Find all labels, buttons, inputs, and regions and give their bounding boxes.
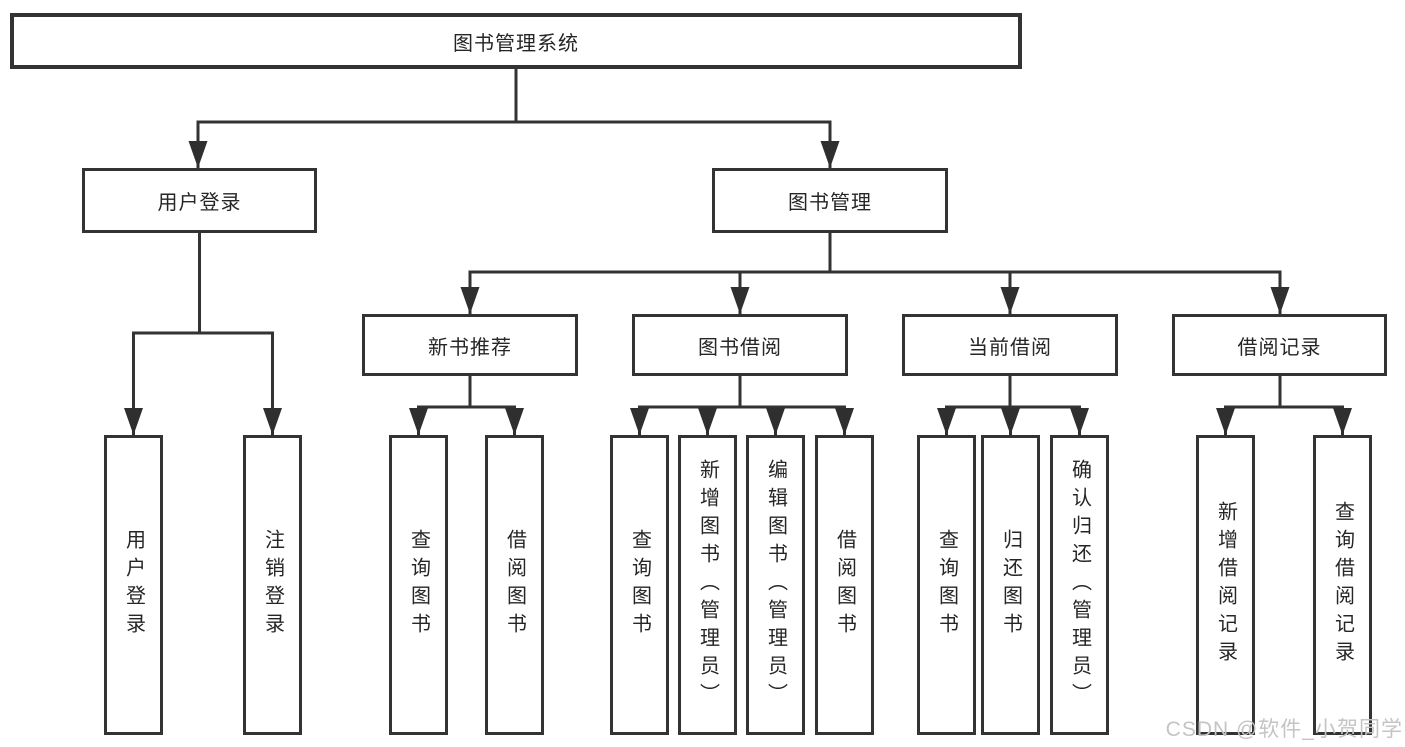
node-leaf-add-borrow-record: 新增借阅记录 [1196,435,1255,735]
leaf-label: 借阅图书 [503,529,526,641]
node-user-login: 用户登录 [82,168,317,233]
leaf-label: 注销登录 [261,529,284,641]
arrowhead-icon [263,408,282,435]
arrowhead-icon [630,408,649,435]
edge-borrowing-records-to-leaves [1224,376,1344,435]
arrowhead-icon [460,287,480,314]
node-book-management: 图书管理 [712,168,948,233]
node-leaf-return-books: 归还图书 [981,435,1040,735]
node-leaf-confirm-return-admin: 确认归还（管理员） [1050,435,1109,735]
arrowhead-icon [1001,408,1020,435]
leaf-label: 编辑图书（管理员） [764,459,787,711]
node-leaf-logout: 注销登录 [243,435,302,735]
arrowhead-icon [409,408,428,435]
arrowhead-icon [505,408,524,435]
node-leaf-query-books-recommend: 查询图书 [389,435,448,735]
node-current-borrowing: 当前借阅 [902,314,1118,376]
connector-edges [132,69,1344,435]
node-book-borrowing: 图书借阅 [632,314,848,376]
node-leaf-query-books-current: 查询图书 [917,435,976,735]
arrowhead-icon [1270,287,1290,314]
leaf-label: 查询图书 [628,529,651,641]
arrowhead-icon [730,287,750,314]
arrowhead-icon [1216,408,1235,435]
node-leaf-borrow-books-borrowing: 借阅图书 [815,435,874,735]
edge-user-login-to-leaves [132,233,274,435]
node-leaf-borrow-books-recommend: 借阅图书 [485,435,544,735]
leaf-label: 用户登录 [122,529,145,641]
arrowhead-icon [188,141,208,168]
arrowhead-icon [698,408,717,435]
leaf-label: 确认归还（管理员） [1068,459,1091,711]
node-new-book-recommend: 新书推荐 [362,314,578,376]
edge-book-borrowing-to-leaves [638,376,846,435]
arrowhead-icon [835,408,854,435]
leaf-label: 查询图书 [407,529,430,641]
csdn-watermark: CSDN @软件_小贺同学 [1165,718,1403,741]
node-leaf-edit-books-admin: 编辑图书（管理员） [746,435,805,735]
leaf-label: 新增借阅记录 [1214,501,1237,669]
leaf-label: 归还图书 [999,529,1022,641]
node-leaf-user-login: 用户登录 [104,435,163,735]
leaf-label: 查询图书 [935,529,958,641]
leaf-label: 新增图书（管理员） [696,459,719,711]
node-borrowing-records: 借阅记录 [1172,314,1387,376]
arrowhead-icon [1000,287,1020,314]
arrowhead-icon [124,408,143,435]
node-library-management-system: 图书管理系统 [10,13,1022,69]
edge-book-management-to-level3 [468,233,1282,314]
node-leaf-query-borrow-record: 查询借阅记录 [1313,435,1372,735]
arrowhead-icon [1333,408,1352,435]
leaf-label: 查询借阅记录 [1331,501,1354,669]
arrowhead-icon [937,408,956,435]
arrowhead-icons [124,141,1352,435]
edge-root-to-level2 [196,69,832,168]
arrowhead-icon [1070,408,1089,435]
edge-new-book-recommend-to-leaves [417,376,516,435]
node-leaf-add-books-admin: 新增图书（管理员） [678,435,737,735]
arrowhead-icon [820,141,840,168]
node-leaf-query-books-borrowing: 查询图书 [610,435,669,735]
arrowhead-icon [766,408,785,435]
leaf-label: 借阅图书 [833,529,856,641]
